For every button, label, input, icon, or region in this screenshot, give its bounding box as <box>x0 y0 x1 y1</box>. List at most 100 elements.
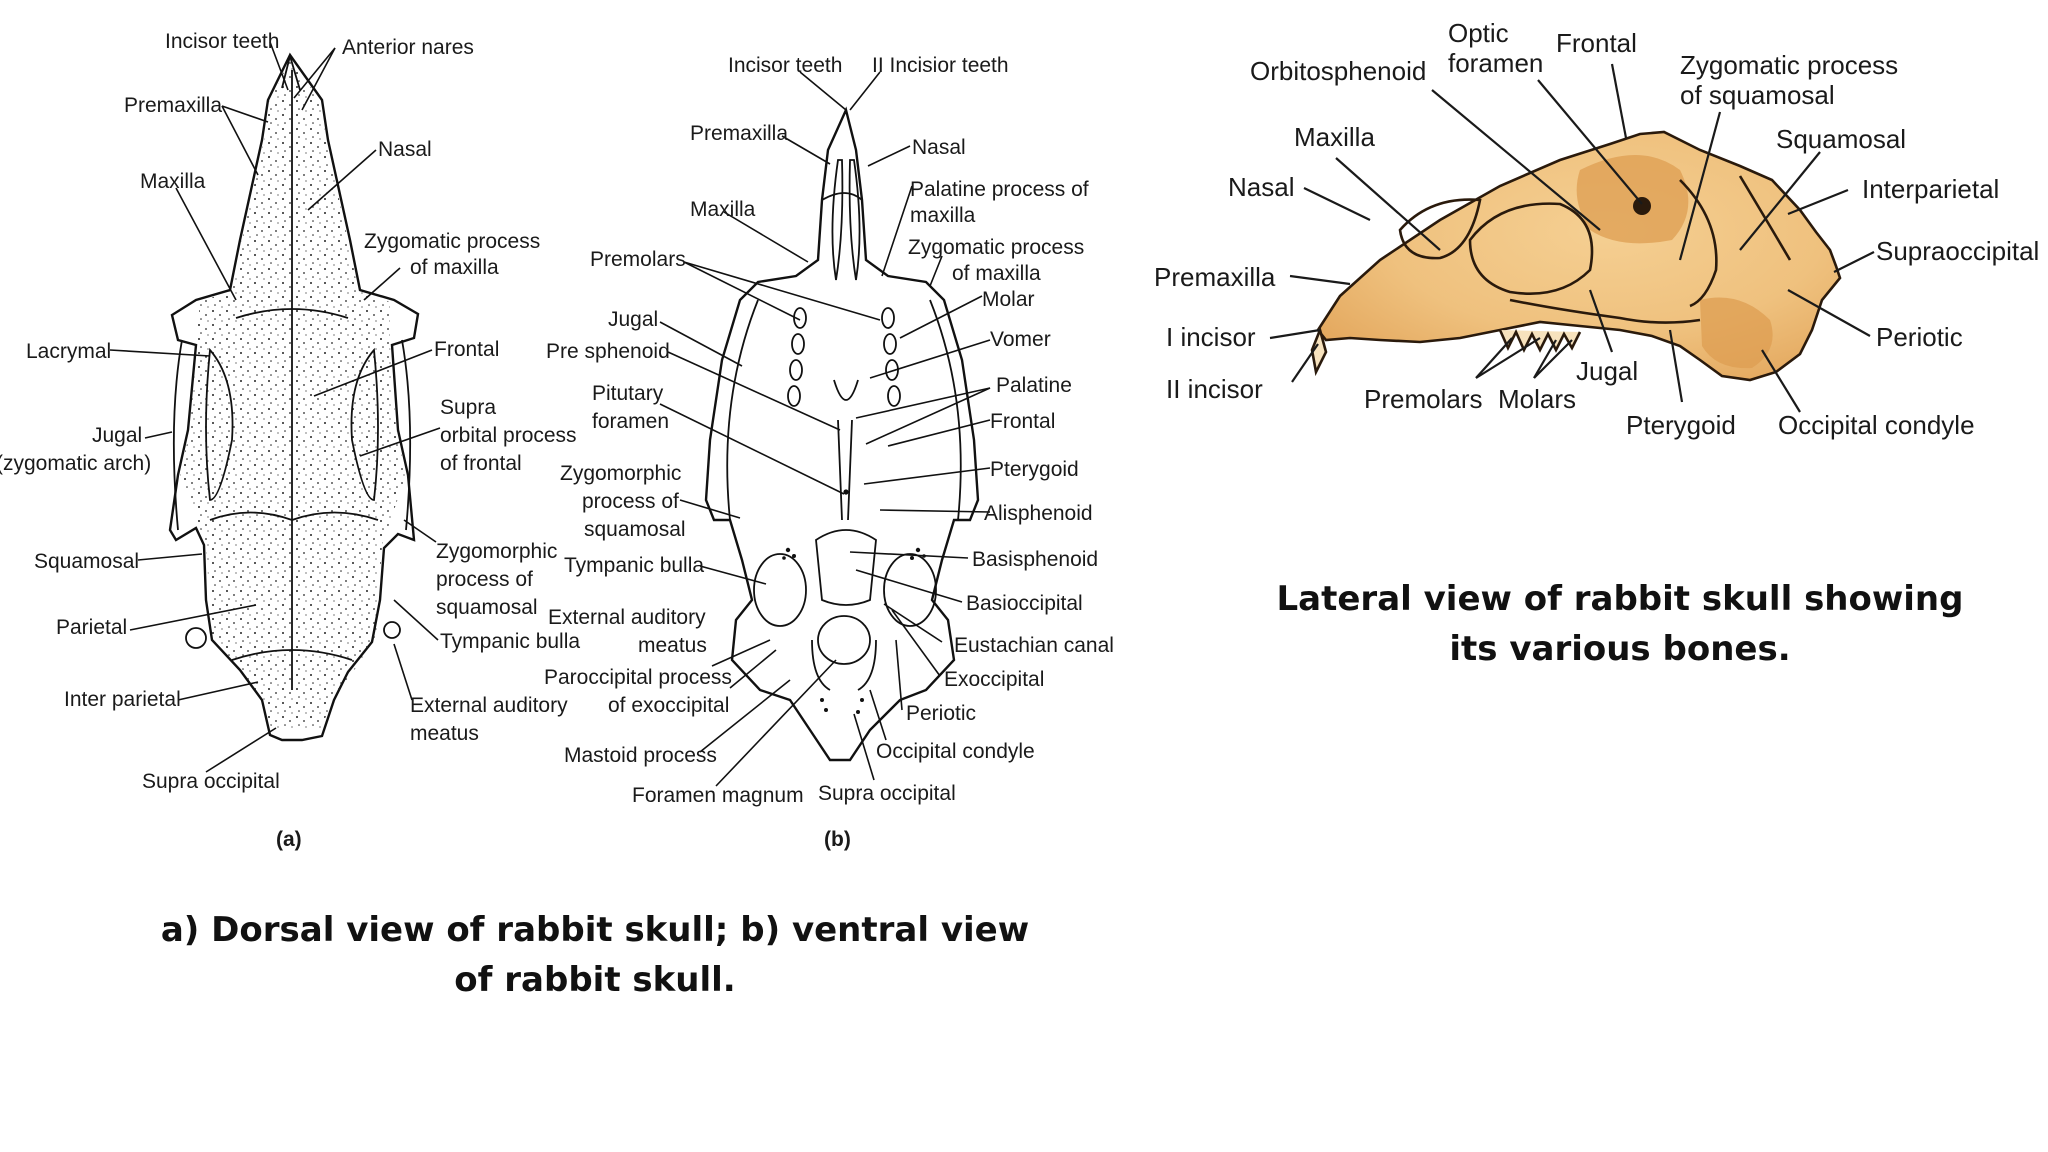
ventral-label-palatine: Palatine <box>996 374 1072 397</box>
dorsal-label-inter-parietal: Inter parietal <box>64 688 181 711</box>
ventral-label-paroccipital-1: Paroccipital process <box>544 666 732 689</box>
ventral-right-tooth-row <box>881 307 901 407</box>
dorsal-left-orbit <box>205 347 234 501</box>
dorsal-label-lacrymal: Lacrymal <box>26 340 111 363</box>
ventral-label-exoccipital: Exoccipital <box>944 668 1044 691</box>
lateral-label-ii-incisor: II incisor <box>1166 374 1263 404</box>
caption-lateral: Lateral view of rabbit skull showing its… <box>1276 579 1964 669</box>
dorsal-label-tympanic-bulla: Tympanic bulla <box>440 630 580 653</box>
ventral-label-frontal: Frontal <box>990 410 1055 433</box>
dorsal-label-premaxilla: Premaxilla <box>124 94 222 117</box>
dorsal-skull-panel: Incisor teeth Anterior nares Premaxilla … <box>0 30 580 851</box>
lateral-occipital-shade <box>1700 297 1773 369</box>
lateral-label-frontal: Frontal <box>1556 28 1637 58</box>
ventral-label-maxilla: Maxilla <box>690 198 756 221</box>
ventral-label-zygomorphic-3: squamosal <box>584 518 686 541</box>
dorsal-label-maxilla: Maxilla <box>140 170 206 193</box>
dorsal-label-supra-orbital-3: of frontal <box>440 452 522 475</box>
dorsal-label-supra-orbital-2: orbital process <box>440 424 577 447</box>
ventral-skull-drawing <box>704 106 980 762</box>
dorsal-stipple <box>180 60 406 730</box>
lateral-label-molars: Molars <box>1498 384 1576 414</box>
lateral-label-maxilla: Maxilla <box>1294 122 1375 152</box>
ventral-label-pre-sphenoid: Pre sphenoid <box>546 340 670 363</box>
ventral-label-palatine-process-1: Palatine process of <box>910 178 1089 201</box>
dorsal-label-squamosal: Squamosal <box>34 550 139 573</box>
ventral-left-bulla <box>753 553 807 627</box>
lateral-tooth-row <box>1498 328 1582 354</box>
ventral-label-alisphenoid: Alisphenoid <box>984 502 1093 525</box>
dorsal-parietal-suture <box>231 649 353 661</box>
lateral-maxillary-window <box>1398 198 1482 260</box>
ventral-label-palatine-process-2: maxilla <box>910 204 976 227</box>
ventral-label-occipital-condyle: Occipital condyle <box>876 740 1035 763</box>
ventral-label-premolars: Premolars <box>590 248 686 271</box>
dorsal-label-zygomatic-process-1: Zygomatic process <box>364 230 540 253</box>
lateral-label-squamosal: Squamosal <box>1776 124 1906 154</box>
ventral-label-zygomorphic-1: Zygomorphic <box>560 462 681 485</box>
caption-dorsal-ventral: a) Dorsal view of rabbit skull; b) ventr… <box>160 910 1030 1000</box>
dorsal-label-anterior-nares: Anterior nares <box>342 36 474 59</box>
dorsal-label-parietal: Parietal <box>56 616 127 639</box>
ventral-label-nasal: Nasal <box>912 136 966 159</box>
dorsal-label-zygomorphic-2: process of <box>436 568 533 591</box>
lateral-zygomatic-arch <box>1509 298 1701 324</box>
ventral-label-supra-occipital: Supra occipital <box>818 782 956 805</box>
dorsal-label-zygomorphic-3: squamosal <box>436 596 538 619</box>
dorsal-label-zygomatic-process-2: of maxilla <box>410 256 499 279</box>
lateral-label-i-incisor: I incisor <box>1166 322 1256 352</box>
dorsal-skull-drawing <box>168 52 420 742</box>
ventral-skull-outline <box>704 106 980 762</box>
ventral-label-basisphenoid: Basisphenoid <box>972 548 1098 571</box>
ventral-label-eustachian-canal: Eustachian canal <box>954 634 1114 657</box>
ventral-label-zygomorphic-2: process of <box>582 490 679 513</box>
ventral-foramen-magnum <box>817 615 871 665</box>
ventral-label-pituitary-1: Pitutary <box>592 382 664 405</box>
lateral-label-zygomatic-2: of squamosal <box>1680 80 1835 110</box>
lateral-label-orbitosphenoid: Orbitosphenoid <box>1250 56 1426 86</box>
lateral-skull-drawing <box>1310 130 1842 382</box>
ventral-vomer <box>833 379 859 401</box>
dorsal-label-external-auditory-2: meatus <box>410 722 479 745</box>
dorsal-label-nasal: Nasal <box>378 138 432 161</box>
ventral-label-external-auditory-1: External auditory <box>548 606 706 629</box>
lateral-label-jugal: Jugal <box>1576 356 1638 386</box>
dorsal-label-incisor-teeth: Incisor teeth <box>165 30 279 53</box>
lateral-label-interparietal: Interparietal <box>1862 174 1999 204</box>
lateral-label-premolars: Premolars <box>1364 384 1482 414</box>
ventral-label-incisor-teeth: Incisor teeth <box>728 54 842 77</box>
ventral-label-premaxilla: Premaxilla <box>690 122 788 145</box>
lateral-orbit-outline <box>1468 202 1594 295</box>
lateral-skull-panel: Optic foramen Frontal Orbitosphenoid Zyg… <box>1154 18 2039 440</box>
lateral-label-occipital-condyle: Occipital condyle <box>1778 410 1975 440</box>
lateral-squamosal-suture <box>1679 179 1718 308</box>
ventral-label-vomer: Vomer <box>990 328 1051 351</box>
dorsal-labels: Incisor teeth Anterior nares Premaxilla … <box>0 30 580 851</box>
ventral-label-mastoid-process: Mastoid process <box>564 744 717 767</box>
dorsal-right-zygomatic-arch <box>401 339 412 531</box>
ventral-label-pterygoid: Pterygoid <box>990 458 1079 481</box>
ventral-label-zygomatic-process-2: of maxilla <box>952 262 1041 285</box>
lateral-leader-lines <box>1269 63 1875 413</box>
dorsal-left-zygomatic-arch <box>172 339 183 531</box>
ventral-label-zygomatic-process-1: Zygomatic process <box>908 236 1084 259</box>
lateral-optic-foramen <box>1633 197 1651 215</box>
lateral-parietal-suture <box>1738 175 1792 261</box>
ventral-premaxilla-edge <box>821 192 863 201</box>
lateral-label-optic-2: foramen <box>1448 48 1543 78</box>
ventral-labels: Incisor teeth II Incisior teeth Premaxil… <box>544 54 1114 851</box>
ventral-label-periotic: Periotic <box>906 702 976 725</box>
ventral-incisive-foramen-right <box>848 159 861 281</box>
ventral-basisphenoid <box>815 529 877 606</box>
lateral-frontal-shade <box>1576 155 1689 244</box>
dorsal-label-supra-orbital-1: Supra <box>440 396 496 419</box>
lateral-label-supraoccipital: Supraoccipital <box>1876 236 2039 266</box>
ventral-foramina-dots <box>782 489 926 714</box>
ventral-occipital-condyles <box>811 639 877 691</box>
lateral-label-nasal: Nasal <box>1228 172 1294 202</box>
dorsal-label-jugal-1: Jugal <box>92 424 142 447</box>
dorsal-nasal-suture <box>235 308 349 319</box>
dorsal-left-bulla <box>185 627 207 649</box>
ventral-left-arch <box>726 299 759 521</box>
